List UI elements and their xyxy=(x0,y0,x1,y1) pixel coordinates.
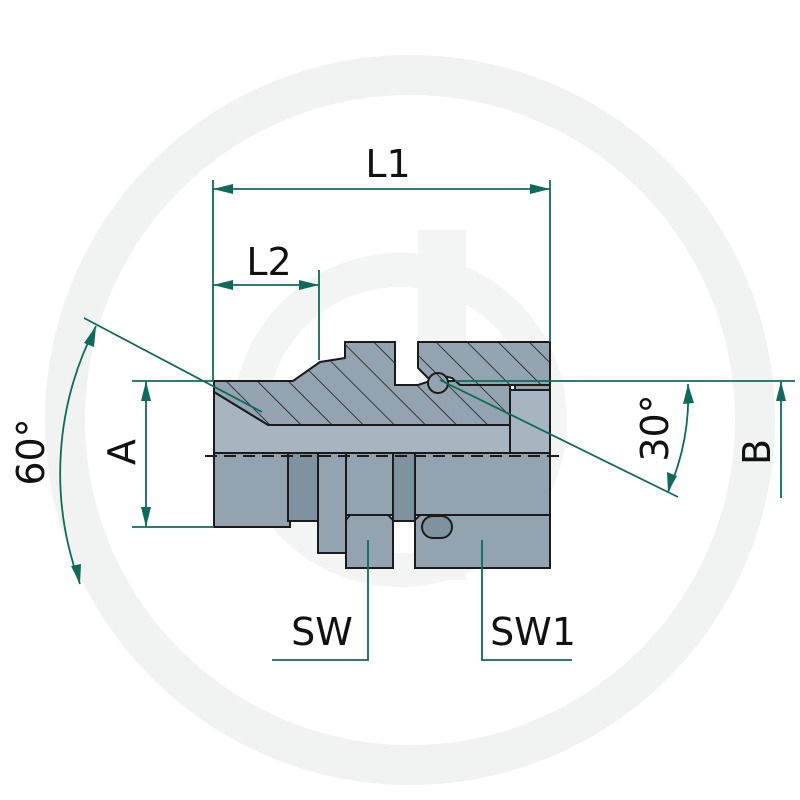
l2-arrow-left xyxy=(213,280,233,290)
l1-arrow-right xyxy=(530,184,550,194)
angle60-leg xyxy=(83,317,263,413)
angle60-arrow-bottom xyxy=(71,564,81,584)
nut-cross-hole xyxy=(421,515,453,539)
label-sw: SW xyxy=(291,610,353,654)
nut-interior xyxy=(509,389,551,454)
b-arrow-top xyxy=(776,381,786,401)
neck xyxy=(317,452,347,554)
gap-groove xyxy=(392,452,416,522)
angle60-arc xyxy=(59,325,97,585)
sw-leader xyxy=(272,540,369,661)
label-l2: L2 xyxy=(246,240,291,284)
a-arrow-top xyxy=(141,381,151,401)
angle30-arrow-top xyxy=(683,384,694,404)
l2-arrow-right xyxy=(299,280,319,290)
stud-groove xyxy=(287,452,319,522)
body-lower xyxy=(213,390,516,454)
dimension-lines xyxy=(59,180,795,661)
angle60-arrow-top xyxy=(84,326,96,347)
label-a: A xyxy=(100,439,144,465)
l1-arrow-left xyxy=(213,184,233,194)
label-l1: L1 xyxy=(365,142,410,186)
hex-sw xyxy=(345,452,394,569)
label-sw1: SW1 xyxy=(490,610,576,654)
label-b: B xyxy=(735,439,779,465)
angle30-arrow-bottom xyxy=(667,472,677,492)
fitting-body xyxy=(213,341,551,569)
label-angle-30: 30° xyxy=(633,394,677,461)
sw1-leader xyxy=(481,540,572,661)
label-angle-60: 60° xyxy=(9,418,53,485)
a-arrow-bottom xyxy=(141,507,151,527)
angle30-leg xyxy=(439,379,679,498)
